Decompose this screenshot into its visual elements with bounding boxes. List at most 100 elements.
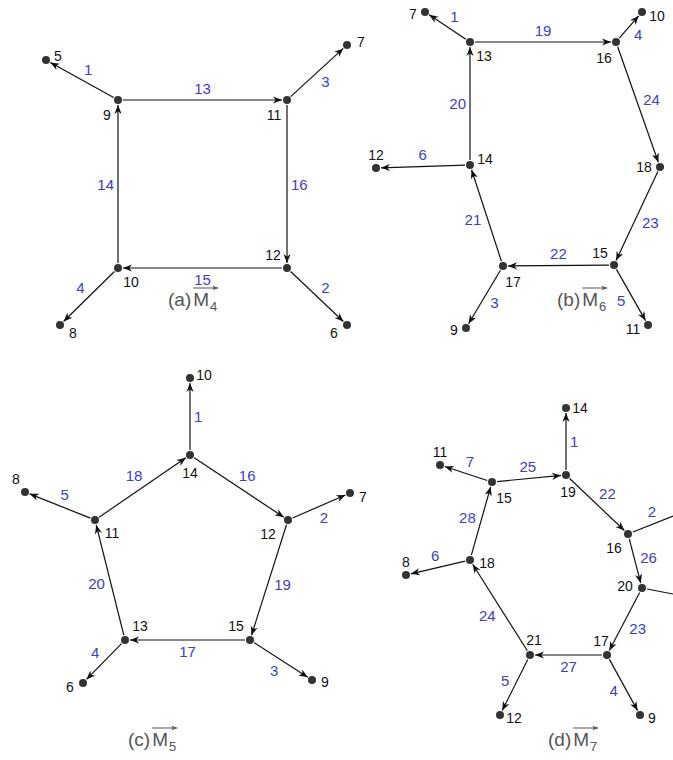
graph-vertex: 14 bbox=[562, 404, 570, 412]
graph-vertex: 17 bbox=[603, 651, 611, 659]
directed-edge bbox=[254, 643, 308, 678]
edge-label: 20 bbox=[449, 96, 466, 111]
vertex-number: 12 bbox=[260, 527, 276, 541]
edge-label: 16 bbox=[291, 177, 308, 192]
directed-edge bbox=[130, 639, 245, 640]
edge-label: 26 bbox=[640, 550, 657, 565]
edge-label: 6 bbox=[418, 147, 426, 162]
directed-edge bbox=[609, 659, 637, 710]
directed-edge bbox=[64, 272, 115, 322]
caption-text: M bbox=[193, 289, 209, 310]
caption-text: M bbox=[152, 729, 168, 750]
edge-label: 4 bbox=[91, 645, 99, 660]
graph-vertex: 13 bbox=[466, 38, 474, 46]
edge-label: 3 bbox=[490, 295, 498, 310]
vertex-number: 9 bbox=[450, 323, 458, 337]
edge-label: 13 bbox=[194, 81, 211, 96]
directed-edge bbox=[535, 654, 602, 655]
directed-edge bbox=[194, 458, 284, 517]
directed-edge bbox=[293, 495, 346, 518]
edge-stub bbox=[647, 589, 673, 594]
vertex-number: 7 bbox=[409, 7, 417, 21]
directed-edge bbox=[291, 271, 344, 321]
caption-text: (b) bbox=[557, 289, 580, 310]
edge-label: 19 bbox=[535, 23, 552, 38]
vertex-number: 9 bbox=[103, 108, 111, 122]
graph-vertex: 14 bbox=[466, 161, 474, 169]
graph-vertex: 17 bbox=[499, 262, 507, 270]
directed-edge bbox=[616, 172, 658, 261]
vertex-number: 16 bbox=[596, 51, 612, 65]
edge-label: 17 bbox=[179, 644, 196, 659]
edge-label: 23 bbox=[629, 621, 646, 636]
directed-edge bbox=[473, 564, 528, 651]
caption-text: 4 bbox=[210, 299, 217, 314]
graph-vertex: 7 bbox=[346, 489, 354, 497]
directed-edge bbox=[286, 105, 287, 263]
caption-text: (a) bbox=[168, 289, 191, 310]
edge-label: 5 bbox=[501, 673, 509, 688]
caption-text: (d) bbox=[548, 729, 571, 750]
vertex-number: 11 bbox=[433, 445, 448, 459]
vector-arrow bbox=[573, 728, 598, 729]
subfigure-caption: (a)M4 bbox=[168, 290, 217, 309]
caption-text: M bbox=[573, 729, 589, 750]
vertex-number: 13 bbox=[132, 619, 148, 633]
graph-vertex: 7 bbox=[421, 8, 429, 16]
graph-vertex: 5 bbox=[42, 56, 50, 64]
edge-label: 6 bbox=[431, 548, 439, 563]
graph-vertex: 9 bbox=[462, 324, 470, 332]
directed-edge bbox=[469, 47, 470, 160]
vertex-number: 21 bbox=[526, 633, 542, 647]
subfigure-caption: (b)M6 bbox=[557, 290, 606, 309]
vertex-number: 14 bbox=[572, 401, 588, 415]
vertex-number: 18 bbox=[636, 160, 652, 174]
caption-text: (c) bbox=[128, 729, 150, 750]
vertex-number: 10 bbox=[196, 368, 212, 382]
vertex-number: 10 bbox=[123, 275, 139, 289]
vertex-number: 19 bbox=[560, 485, 576, 499]
edge-label: 2 bbox=[320, 510, 328, 525]
vertex-number: 15 bbox=[496, 491, 512, 505]
directed-edge bbox=[50, 62, 113, 97]
vertex-number: 8 bbox=[69, 326, 77, 340]
vertex-number: 9 bbox=[321, 675, 329, 689]
directed-edge bbox=[508, 264, 609, 266]
vertex-number: 7 bbox=[359, 490, 367, 504]
directed-edge bbox=[291, 48, 344, 96]
graph-vertex: 10 bbox=[186, 374, 194, 382]
vertex-number: 17 bbox=[593, 634, 609, 648]
directed-edge bbox=[381, 165, 465, 168]
edge-label: 5 bbox=[617, 293, 625, 308]
graph-vertex: 9 bbox=[308, 676, 316, 684]
edge-label: 14 bbox=[97, 177, 114, 192]
directed-edge bbox=[99, 458, 186, 517]
edge-label: 3 bbox=[321, 74, 329, 89]
vertex-number: 11 bbox=[267, 108, 282, 122]
vertex-number: 5 bbox=[54, 49, 62, 63]
vertex-number: 10 bbox=[649, 9, 665, 23]
caption-text: 5 bbox=[169, 739, 176, 754]
vector-arrow bbox=[582, 288, 607, 289]
vertex-number: 16 bbox=[606, 541, 622, 555]
edge-label: 19 bbox=[274, 577, 291, 592]
vertex-number: 8 bbox=[12, 472, 20, 486]
graph-vertex: 11 bbox=[91, 516, 99, 524]
graph-vertex: 9 bbox=[636, 711, 644, 719]
directed-edge bbox=[497, 475, 561, 481]
vertex-number: 8 bbox=[402, 555, 410, 569]
directed-edge bbox=[123, 99, 282, 100]
directed-edge bbox=[616, 269, 645, 320]
edge-label: 15 bbox=[194, 272, 211, 287]
edge-label: 1 bbox=[450, 9, 458, 24]
edge-label: 23 bbox=[642, 215, 659, 230]
directed-edge bbox=[123, 267, 282, 268]
graph-vertex: 6 bbox=[343, 321, 351, 329]
directed-edge bbox=[429, 15, 466, 39]
vertex-number: 6 bbox=[66, 680, 74, 694]
edge-label: 5 bbox=[60, 487, 68, 502]
edge-label: 3 bbox=[270, 663, 278, 678]
edge-label: 1 bbox=[194, 409, 202, 424]
